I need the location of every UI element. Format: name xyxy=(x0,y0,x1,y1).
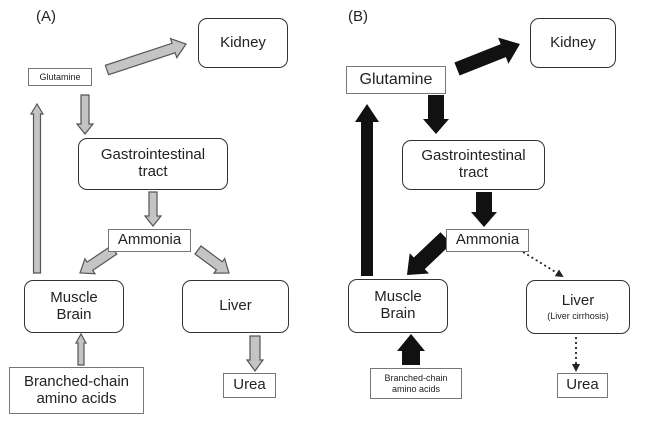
panel-b-liver-label: Liver xyxy=(561,291,595,309)
panel-a-arrow-glutamine-to-gi xyxy=(75,94,95,135)
panel-a-bcaa-node: Branched-chain amino acids xyxy=(9,367,144,414)
panel-a-arrow-bcaa-to-muscle xyxy=(74,332,88,366)
panel-b-glutamine-node: Glutamine xyxy=(346,66,446,94)
panel-b-muscle-brain-node: Muscle Brain xyxy=(348,279,448,333)
panel-b-arrows xyxy=(355,37,580,372)
panel-a-urea-node: Urea xyxy=(223,373,276,398)
panel-a-arrow-gi-to-ammonia xyxy=(143,191,163,227)
panel-b-liver-node: Liver (Liver cirrhosis) xyxy=(526,280,630,334)
panel-a-muscle-brain-node: Muscle Brain xyxy=(24,280,124,333)
panel-b-label: (B) xyxy=(348,8,368,25)
panel-b-arrow-ammonia-to-muscle xyxy=(407,232,452,275)
panel-a-arrow-ammonia-to-liver xyxy=(194,245,230,274)
panel-a-arrow-ammonia-to-muscle xyxy=(79,245,118,275)
panel-a-glutamine-node: Glutamine xyxy=(28,68,92,86)
panel-a-arrow-muscle-to-glutamine xyxy=(29,102,45,274)
panel-a-ammonia-node: Ammonia xyxy=(108,229,191,252)
panel-b-arrow-glutamine-to-gi xyxy=(423,95,449,134)
panel-a-arrows xyxy=(29,37,265,373)
panel-a-kidney-node: Kidney xyxy=(198,18,288,68)
panel-b-liver-note: (Liver cirrhosis) xyxy=(547,311,609,322)
panel-a-arrow-glutamine-to-kidney xyxy=(104,37,187,76)
panel-a-gi-tract-node: Gastrointestinal tract xyxy=(78,138,228,190)
panel-b-kidney-node: Kidney xyxy=(530,18,616,68)
panel-b-ammonia-node: Ammonia xyxy=(446,229,529,252)
panel-a-label: (A) xyxy=(36,8,56,25)
panel-b-bcaa-node: Branched-chain amino acids xyxy=(370,368,462,399)
panel-a-liver-node: Liver xyxy=(182,280,289,333)
panel-b-arrow-gi-to-ammonia xyxy=(471,192,497,227)
panel-b-arrow-glutamine-to-kidney xyxy=(454,37,520,76)
panel-b-arrow-bcaa-to-muscle xyxy=(397,334,425,365)
panel-b-arrow-ammonia-to-liver xyxy=(522,251,564,278)
panel-b-arrow-muscle-to-glutamine xyxy=(355,104,379,276)
panel-b-urea-node: Urea xyxy=(557,373,608,398)
panel-a-arrow-liver-to-urea xyxy=(245,335,265,373)
panel-b-gi-tract-node: Gastrointestinal tract xyxy=(402,140,545,190)
